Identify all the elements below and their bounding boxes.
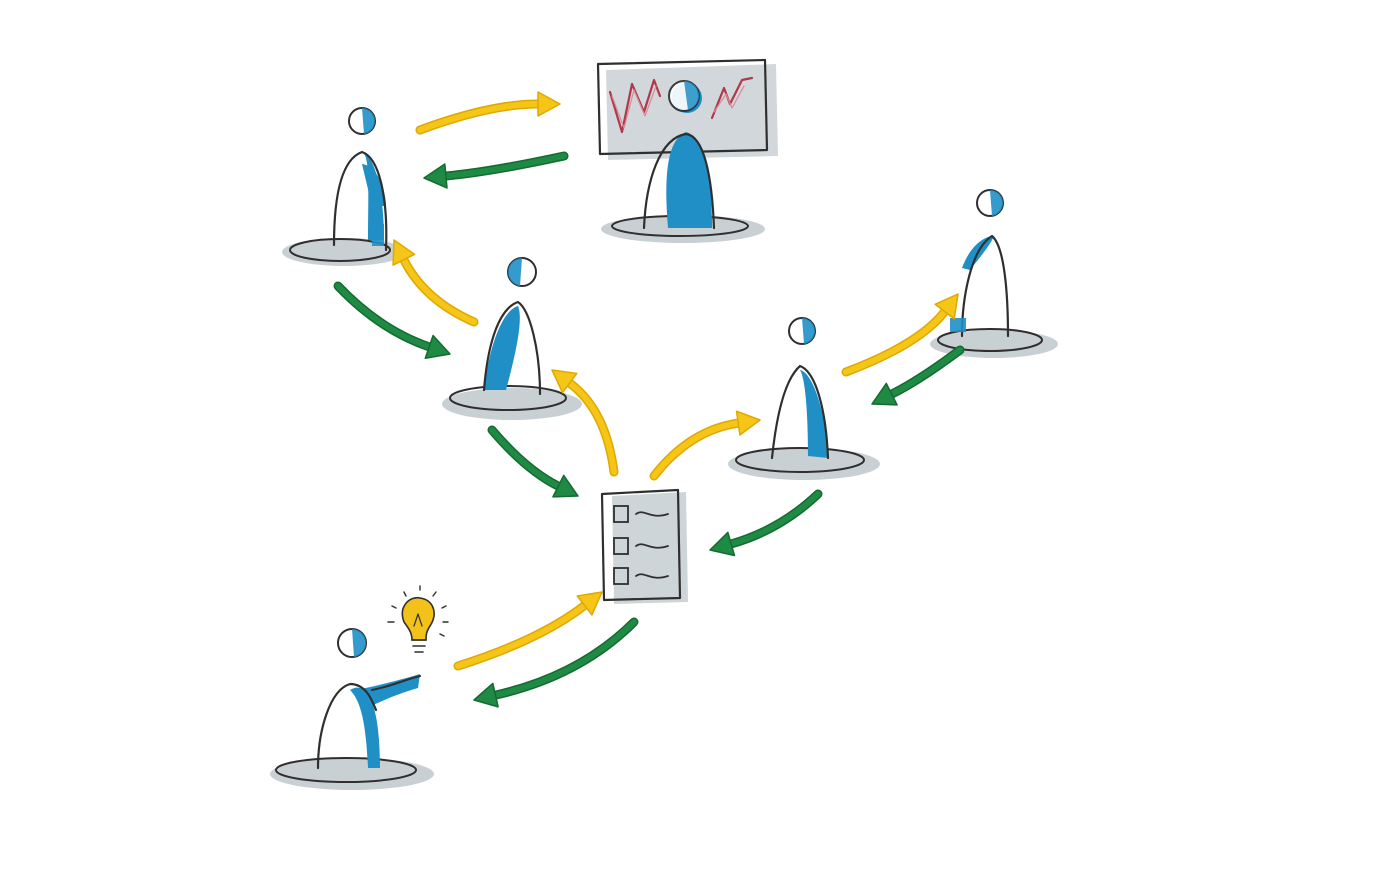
presenter-body-fill	[666, 132, 712, 228]
platform	[449, 385, 567, 411]
arrow-shaft-edge	[649, 418, 743, 481]
arrow-shaft	[888, 347, 963, 398]
person-body	[482, 300, 542, 396]
arrow-head	[552, 474, 579, 498]
presenter-platform-shadow	[601, 215, 765, 243]
arrow-person-far-right-to-person-center-right	[871, 345, 965, 406]
arrow-head	[424, 334, 451, 359]
arrow-shaft	[728, 491, 821, 547]
arrow-person-center-right-to-checklist	[709, 489, 823, 557]
presenter-node	[596, 58, 778, 243]
arrow-person-center-left-to-checklist	[487, 425, 579, 498]
arrow-shaft-edge	[333, 281, 434, 352]
arrow-head	[392, 239, 416, 266]
arrow-head	[537, 91, 561, 117]
platform	[735, 447, 865, 473]
arrow-idea-person-to-checklist	[453, 591, 603, 671]
arrow-checklist-to-idea-person	[473, 617, 639, 708]
arrow-person-center-left-to-person-top-left	[392, 239, 479, 327]
platform-shadow	[270, 758, 434, 790]
person-body	[960, 234, 1010, 338]
arrow-person-center-right-to-person-far-right	[841, 293, 959, 377]
arrow-head	[576, 591, 603, 616]
arrow-shaft	[843, 308, 948, 375]
arrow-head	[709, 531, 736, 557]
platform	[289, 238, 391, 262]
presentation-board-icon	[596, 58, 769, 156]
arrow-shaft	[566, 380, 617, 475]
arrow-shaft	[489, 427, 562, 490]
platform-shadow	[728, 448, 880, 480]
arrow-head	[551, 369, 578, 394]
presenter-body	[642, 132, 716, 230]
arrow-head	[473, 682, 499, 708]
arrow-person-top-left-to-presenter	[415, 91, 561, 135]
arrows-layer	[333, 91, 965, 708]
person-far-right-node	[930, 189, 1058, 358]
arrow-shaft	[335, 283, 433, 350]
arrow-shaft-edge	[726, 489, 823, 549]
arrow-checklist-to-person-center-right	[649, 410, 761, 481]
arrow-shaft-edge	[399, 255, 479, 327]
person-body	[332, 150, 388, 252]
arrow-checklist-to-person-center-left	[551, 369, 619, 477]
arrow-shaft-edge	[490, 617, 639, 700]
person-body	[316, 682, 378, 770]
arrow-shaft	[492, 619, 637, 699]
arrow-shaft	[651, 420, 742, 479]
arrow-head	[871, 382, 898, 406]
arrow-head	[934, 293, 959, 320]
platform-shadow	[442, 388, 582, 420]
arrow-presenter-to-person-top-left	[423, 151, 569, 189]
person-center-left-node	[442, 257, 582, 420]
person-body	[770, 364, 830, 460]
arrow-shaft	[417, 101, 541, 133]
person-center-right-node	[728, 317, 880, 480]
person-top-left-node	[282, 107, 406, 266]
checklist-icon	[600, 488, 688, 604]
idea-person-node	[270, 585, 449, 790]
arrow-shaft	[442, 153, 567, 180]
arrow-shaft-edge	[565, 378, 619, 477]
platform	[275, 757, 417, 783]
arrow-head	[423, 163, 448, 189]
platform	[937, 328, 1043, 352]
arrow-person-top-left-to-person-center-left	[333, 281, 451, 359]
lightbulb-icon	[387, 585, 449, 653]
arrow-head	[735, 410, 761, 436]
pointing-arm	[371, 675, 421, 691]
arrow-shaft	[400, 256, 477, 325]
arrow-shaft	[455, 602, 588, 669]
